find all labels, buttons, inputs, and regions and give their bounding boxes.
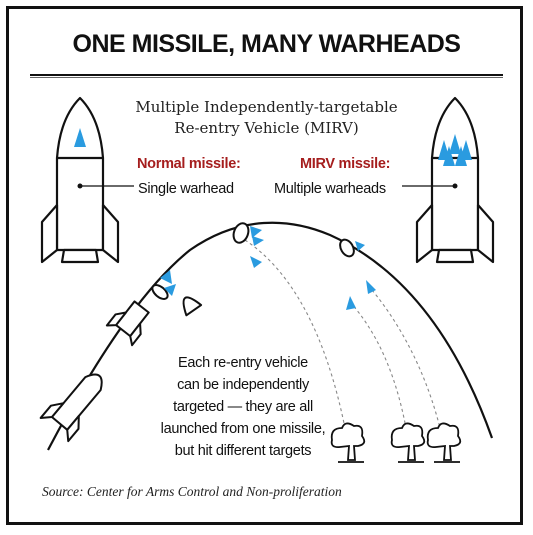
- stage-separation-icon: [105, 284, 203, 347]
- mirv-missile-text: Multiple warheads: [274, 181, 386, 197]
- subtitle-line-2: Re-entry Vehicle (MIRV): [174, 119, 359, 137]
- warhead-icons: [160, 226, 376, 310]
- description-line: Each re-entry vehicle: [178, 355, 308, 371]
- trajectory-arc: [47, 221, 494, 451]
- description-line: launched from one missile,: [160, 421, 326, 437]
- page-title: ONE MISSILE, MANY WARHEADS: [72, 30, 461, 58]
- explosion-icon: [426, 422, 462, 463]
- description-line: can be independently: [177, 377, 309, 393]
- source-note: Source: Center for Arms Control and Non-…: [42, 484, 342, 499]
- title-rule-thin: [30, 77, 503, 78]
- mirv-missile-heading: MIRV missile:: [300, 156, 391, 172]
- bus-node-2: [339, 238, 355, 258]
- mirv-missile-icon: [402, 96, 495, 264]
- warhead-paths: [244, 239, 441, 429]
- normal-missile-icon: [40, 96, 134, 264]
- subtitle-line-1: Multiple Independently-targetable: [135, 98, 398, 116]
- description-line: but hit different targets: [174, 443, 312, 459]
- explosion-icon: [390, 422, 426, 463]
- launch-missile-icon: [39, 373, 103, 443]
- title-rule: [30, 74, 503, 76]
- description-line: targeted — they are all: [173, 399, 313, 415]
- normal-missile-heading: Normal missile:: [137, 156, 241, 172]
- normal-missile-text: Single warhead: [138, 181, 234, 197]
- explosion-icon: [330, 422, 366, 463]
- bus-node-1: [232, 222, 250, 244]
- description-text: Each re-entry vehicle can be independent…: [138, 352, 348, 462]
